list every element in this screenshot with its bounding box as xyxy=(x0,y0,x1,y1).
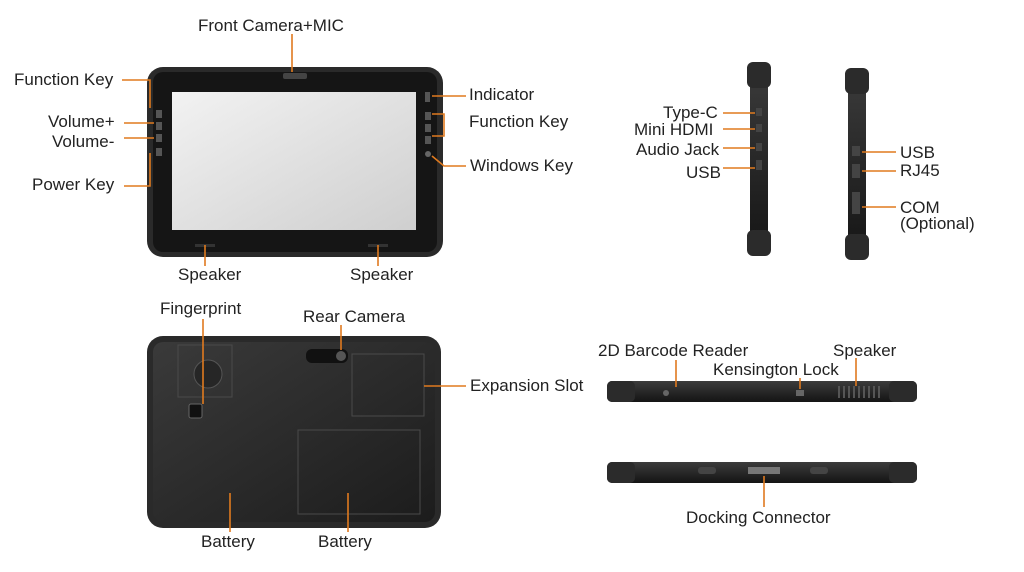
left-usb-port xyxy=(756,160,762,170)
label-function-key-right: Function Key xyxy=(469,112,569,131)
label-speaker-front-right: Speaker xyxy=(350,265,414,284)
fan-panel xyxy=(177,344,233,398)
fan-grille xyxy=(193,359,223,389)
docking-guide-left xyxy=(698,467,716,474)
label-function-key-left: Function Key xyxy=(14,70,114,89)
barcode-reader-window xyxy=(663,390,669,396)
rear-camera-lens xyxy=(336,351,346,361)
top-edge-view xyxy=(607,381,917,402)
bottom-edge-bumper-right xyxy=(889,462,917,483)
front-view xyxy=(147,67,443,257)
leader-lines xyxy=(122,34,896,532)
left-side-bumper-top xyxy=(747,62,771,88)
label-power-key: Power Key xyxy=(32,175,115,194)
label-com: COM xyxy=(900,198,940,217)
label-rj45: RJ45 xyxy=(900,161,940,180)
fingerprint-sensor xyxy=(188,403,203,419)
left-side-view xyxy=(747,62,771,256)
label-com-optional: (Optional) xyxy=(900,214,975,233)
label-windows-key: Windows Key xyxy=(470,156,573,175)
volume-down-button xyxy=(156,134,162,142)
label-rear-camera: Rear Camera xyxy=(303,307,406,326)
expansion-slot-cover xyxy=(351,353,425,417)
label-speaker-top: Speaker xyxy=(833,341,897,360)
bottom-edge-view xyxy=(607,462,917,483)
docking-connector-pins xyxy=(748,467,780,474)
type-c-port xyxy=(756,108,762,116)
label-expansion-slot: Expansion Slot xyxy=(470,376,584,395)
windows-key-button xyxy=(425,151,431,157)
function-key-left-button xyxy=(156,110,162,118)
label-usb-left: USB xyxy=(686,163,721,182)
label-barcode-reader: 2D Barcode Reader xyxy=(598,341,749,360)
label-audio-jack: Audio Jack xyxy=(636,140,720,159)
label-indicator: Indicator xyxy=(469,85,535,104)
label-volume-up: Volume+ xyxy=(48,112,115,131)
kensington-lock-slot xyxy=(796,390,804,396)
label-kensington-lock: Kensington Lock xyxy=(713,360,839,379)
bottom-edge-bumper-left xyxy=(607,462,635,483)
label-front-camera-mic: Front Camera+MIC xyxy=(198,16,344,35)
label-type-c: Type-C xyxy=(663,103,718,122)
right-usb-port xyxy=(852,146,860,156)
rj45-port xyxy=(852,164,860,178)
leader-windows-key xyxy=(431,155,466,167)
label-volume-down: Volume- xyxy=(52,132,115,151)
function-key-right-3 xyxy=(425,136,431,144)
leader-power-key xyxy=(124,153,151,187)
label-docking-connector: Docking Connector xyxy=(686,508,831,527)
audio-jack-port xyxy=(756,143,762,151)
right-side-bumper-bottom xyxy=(845,234,869,260)
label-fingerprint: Fingerprint xyxy=(160,299,242,318)
top-speaker-grille xyxy=(838,386,880,398)
top-edge-bumper-right xyxy=(889,381,917,402)
volume-up-button xyxy=(156,122,162,130)
label-mini-hdmi: Mini HDMI xyxy=(634,120,714,139)
mini-hdmi-port xyxy=(756,124,762,132)
docking-guide-right xyxy=(810,467,828,474)
right-side-view xyxy=(845,68,869,260)
label-battery-right: Battery xyxy=(318,532,372,551)
label-battery-left: Battery xyxy=(201,532,255,551)
label-usb-right: USB xyxy=(900,143,935,162)
left-side-bumper-bottom xyxy=(747,230,771,256)
com-port xyxy=(852,192,860,214)
function-key-right-2 xyxy=(425,124,431,132)
front-screen xyxy=(172,92,416,230)
leader-function-key-right xyxy=(432,113,445,137)
top-edge-bumper-left xyxy=(607,381,635,402)
right-side-bumper-top xyxy=(845,68,869,94)
left-side-body xyxy=(750,62,768,256)
battery-compartment xyxy=(297,429,421,515)
front-camera xyxy=(283,73,307,79)
back-view xyxy=(147,336,441,528)
label-speaker-front-left: Speaker xyxy=(178,265,242,284)
function-key-right-1 xyxy=(425,112,431,120)
leader-function-key-left xyxy=(122,79,151,108)
indicator-leds xyxy=(425,92,430,102)
back-body xyxy=(153,342,435,522)
top-edge-body xyxy=(607,381,917,402)
power-key-button xyxy=(156,148,162,156)
